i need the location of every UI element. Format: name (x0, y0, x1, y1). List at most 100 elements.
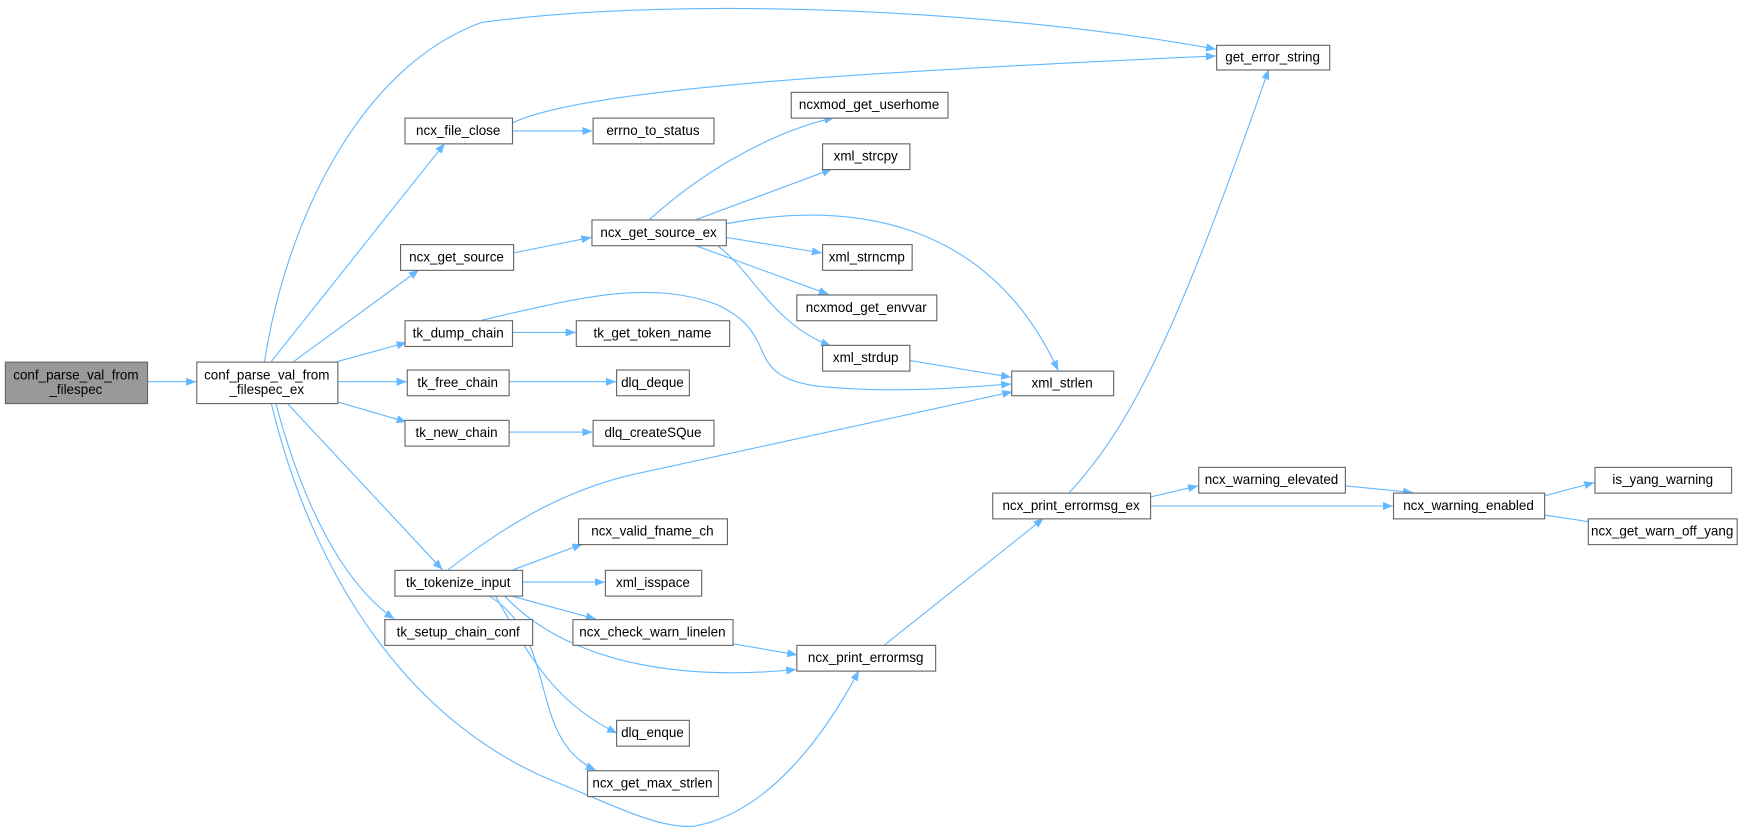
node-box (604, 569, 703, 597)
node-box (822, 244, 913, 271)
node-box (4, 361, 149, 405)
nodes-layer: conf_parse_val_from_filespecconf_parse_v… (4, 44, 1738, 798)
node-ncx-get-max-strlen[interactable]: ncx_get_max_strlen (586, 770, 720, 798)
node-box (1216, 44, 1331, 71)
node-xml-strcpy[interactable]: xml_strcpy (822, 143, 911, 171)
node-tk-dump-chain[interactable]: tk_dump_chain (404, 320, 514, 348)
node-box (575, 320, 731, 348)
node-label: is_yang_warning (1612, 472, 1713, 487)
edge-tk_dump_chain-to-xml_strlen (481, 291, 1012, 391)
node-label: ncx_print_errormsg (808, 650, 924, 665)
edge-ncx_get_source_ex-to-ncxmod_get_userhome (649, 115, 835, 220)
node-box (572, 619, 734, 646)
edge-tk_tokenize_input-to-xml_strlen (447, 390, 1013, 571)
node-is-yang-warning[interactable]: is_yang_warning (1594, 466, 1733, 494)
node-label: _filespec_ex (228, 382, 304, 397)
node-ncx-warning-elevated[interactable]: ncx_warning_elevated (1198, 466, 1346, 494)
node-label: ncx_warning_enabled (1403, 498, 1534, 513)
edge-ncx_get_source_ex-to-xml_strncmp (725, 236, 823, 256)
node-ncx-valid-fname-ch[interactable]: ncx_valid_fname_ch (577, 518, 728, 546)
node-label: ncx_check_warn_linelen (579, 624, 725, 639)
node-label: ncx_file_close (416, 123, 500, 138)
node-box (394, 569, 524, 597)
node-get-error-string[interactable]: get_error_string (1216, 44, 1331, 71)
node-label: ncx_get_max_strlen (592, 776, 712, 791)
edge-ncx_print_errormsg_ex-to-ncx_warning_elevated (1149, 484, 1199, 498)
node-ncx-print-errormsg-ex[interactable]: ncx_print_errormsg_ex (992, 492, 1152, 520)
edge-ex-to-ncx_get_source (293, 269, 420, 363)
node-label: tk_get_token_name (593, 326, 711, 341)
node-label: xml_strncmp (829, 249, 905, 264)
node-tk-setup-chain-conf[interactable]: tk_setup_chain_conf (384, 619, 534, 646)
node-xml-strncmp[interactable]: xml_strncmp (822, 244, 913, 271)
node-box (1587, 518, 1738, 546)
node-errno-to-status[interactable]: errno_to_status (592, 117, 715, 145)
node-box (404, 419, 510, 447)
node-ncx-print-errormsg[interactable]: ncx_print_errormsg (796, 644, 937, 672)
node-label: tk_free_chain (417, 375, 498, 390)
node-label: ncx_get_source_ex (600, 225, 717, 240)
edge-ncx_file_close-to-get_error_string (511, 52, 1217, 124)
node-label: dlq_createSQue (604, 425, 701, 440)
node-box (577, 518, 728, 546)
edge-ex-to-tk_new_chain (337, 401, 407, 424)
edge-ex-to-tk_tokenize_input (286, 402, 443, 571)
node-xml-strdup[interactable]: xml_strdup (822, 344, 911, 372)
node-label: ncx_print_errormsg_ex (1002, 498, 1140, 513)
node-tk-tokenize-input[interactable]: tk_tokenize_input (394, 569, 524, 597)
edge-tk_tokenize_input-to-ncx_print_errormsg (503, 595, 797, 675)
edge-ex-to-ncx_print_errormsg (270, 402, 860, 827)
node-tk-new-chain[interactable]: tk_new_chain (404, 419, 510, 447)
node-ncx-get-source[interactable]: ncx_get_source (399, 244, 515, 271)
node-dlq-createSQue[interactable]: dlq_createSQue (592, 419, 715, 447)
node-box (592, 117, 715, 145)
node-box (796, 644, 937, 672)
edge-ncx_get_source-to-ncx_get_source_ex (512, 235, 592, 254)
node-tk-free-chain[interactable]: tk_free_chain (406, 369, 510, 397)
edge-tk_tokenize_input-to-dlq_enque (494, 595, 618, 734)
node-ncx-warning-enabled[interactable]: ncx_warning_enabled (1392, 492, 1546, 520)
node-label: _filespec (48, 382, 102, 397)
edge-ncx_get_source_ex-to-ncxmod_get_envvar (694, 244, 829, 295)
edge-xml_strdup-to-xml_strlen (909, 359, 1012, 380)
edge-ex-to-get_error_string (263, 7, 1217, 362)
node-ncx-get-source-ex[interactable]: ncx_get_source_ex (591, 219, 727, 247)
node-box (790, 91, 949, 119)
node-label: xml_strdup (833, 350, 899, 365)
node-ncx-check-warn-linelen[interactable]: ncx_check_warn_linelen (572, 619, 734, 646)
edge-ex-to-ncx_file_close (270, 142, 446, 362)
node-tk-get-token-name[interactable]: tk_get_token_name (575, 320, 731, 348)
edge-tk_tokenize_input-to-ncx_get_max_strlen (488, 595, 597, 771)
node-box (406, 369, 510, 397)
node-xml-isspace[interactable]: xml_isspace (604, 569, 703, 597)
node-box (822, 344, 911, 372)
node-label: tk_new_chain (415, 425, 497, 440)
edge-ncx_get_source_ex-to-xml_strlen (725, 214, 1059, 371)
node-dlq-enque[interactable]: dlq_enque (616, 719, 690, 747)
node-label: ncxmod_get_userhome (799, 97, 939, 112)
node-label: ncx_get_warn_off_yang (1591, 524, 1733, 539)
edge-ex-to-tk_setup_chain_conf (275, 402, 395, 620)
node-label: dlq_deque (621, 375, 684, 390)
edge-tk_tokenize_input-to-ncx_valid_fname_ch (512, 543, 583, 571)
node-ncxmod-get-userhome[interactable]: ncxmod_get_userhome (790, 91, 949, 119)
node-ncx-get-warn-off-yang[interactable]: ncx_get_warn_off_yang (1587, 518, 1738, 546)
edge-ncx_warning_elevated-to-ncx_warning_enabled (1344, 485, 1414, 496)
node-xml-strlen[interactable]: xml_strlen (1011, 370, 1115, 397)
node-label: conf_parse_val_from (204, 367, 329, 382)
edge-ncx_get_source_ex-to-xml_strdup (716, 244, 832, 347)
node-label: tk_tokenize_input (406, 575, 511, 590)
node-box (592, 419, 715, 447)
node-dlq-deque[interactable]: dlq_deque (616, 369, 690, 397)
node-conf-parse-val-from-filespec-ex[interactable]: conf_parse_val_from_filespec_ex (196, 361, 339, 405)
node-box (404, 320, 514, 348)
node-conf-parse-val-from-filespec[interactable]: conf_parse_val_from_filespec (4, 361, 149, 405)
node-ncx-file-close[interactable]: ncx_file_close (404, 117, 514, 145)
node-label: ncxmod_get_envvar (806, 300, 927, 315)
node-box (404, 117, 514, 145)
node-label: ncx_warning_elevated (1205, 472, 1339, 487)
node-label: xml_strcpy (834, 149, 898, 164)
node-label: get_error_string (1225, 50, 1320, 65)
node-ncxmod-get-envvar[interactable]: ncxmod_get_envvar (796, 294, 938, 322)
